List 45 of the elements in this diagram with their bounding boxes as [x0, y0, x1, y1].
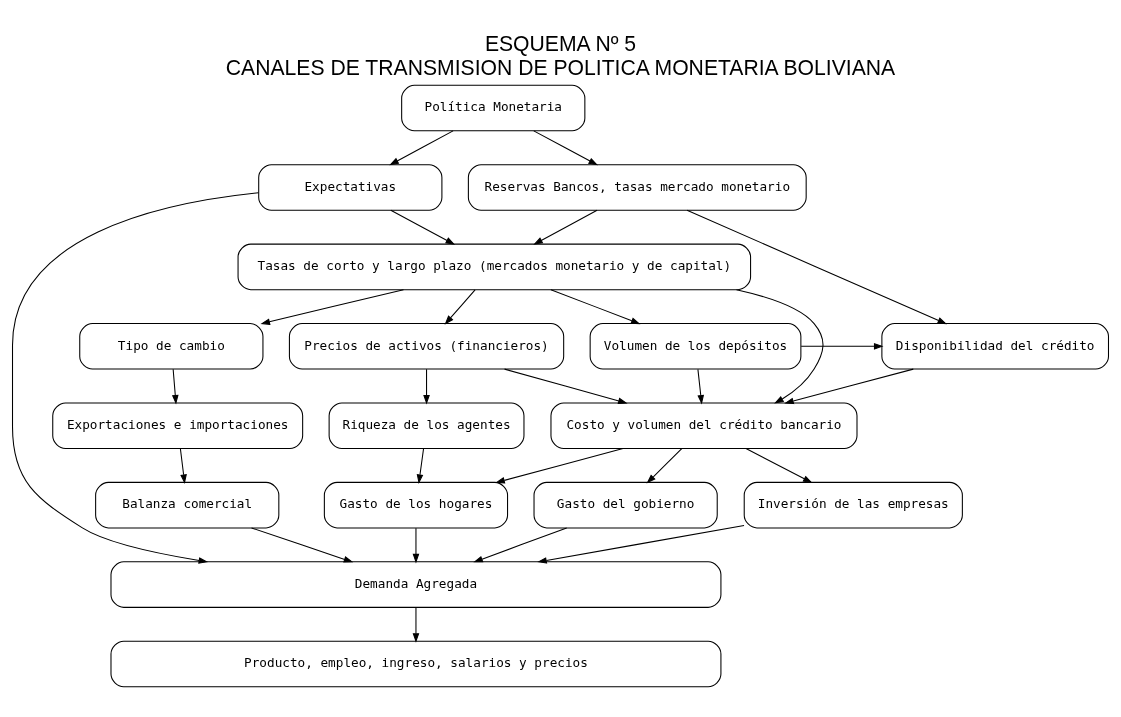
- node-box: Riqueza de los agentes: [328, 402, 525, 450]
- node-box: Exportaciones e importaciones: [52, 402, 304, 450]
- arrow: [495, 448, 624, 484]
- arrow: [550, 289, 641, 325]
- node-box: Gasto del gobierno: [533, 481, 718, 529]
- arrow: [697, 368, 705, 405]
- caption: CANALES DE TRANSMISION DE POLITICA MONETARIA BOLIVIANA: [225, 55, 896, 79]
- node-box: Inversión de las empresas: [743, 481, 963, 529]
- node-box: Costo y volumen del crédito bancario: [550, 402, 858, 450]
- node-box: Demanda Agregada: [110, 561, 722, 608]
- arrow: [390, 209, 456, 245]
- arrow: [800, 343, 884, 350]
- arrow: [686, 209, 948, 325]
- arrow: [12, 192, 259, 564]
- arrow: [251, 527, 354, 563]
- node-box: Disponibilidad del crédito: [881, 323, 1109, 370]
- arrow: [533, 209, 598, 245]
- node-box: Volumen de los depósitos: [589, 323, 802, 370]
- node-box: Política Monetaria: [401, 84, 586, 132]
- arrow: [412, 607, 420, 643]
- arrow: [533, 130, 598, 166]
- arrow: [745, 448, 813, 483]
- arrow: [179, 448, 187, 484]
- arrow: [444, 289, 476, 325]
- arrow: [423, 368, 430, 405]
- node-box: Expectativas: [258, 164, 443, 211]
- arrow: [784, 368, 914, 405]
- arrow: [473, 527, 568, 563]
- node-box: Tasas de corto y largo plazo (mercados monetario y de capital): [237, 243, 752, 291]
- node-box: Tipo de cambio: [79, 323, 264, 370]
- arrow: [389, 130, 454, 166]
- node-box: Producto, empleo, ingreso, salarios y precios: [110, 640, 722, 688]
- arrow: [646, 448, 683, 484]
- arrow: [537, 525, 745, 564]
- arrow: [504, 368, 628, 405]
- node-box: Precios de activos (financieros): [288, 323, 565, 370]
- diagram-title: ESQUEMA Nº 5: [484, 32, 637, 56]
- arrow: [260, 289, 404, 325]
- arrow: [412, 527, 420, 564]
- node-box: Balanza comercial: [95, 481, 280, 529]
- node-box: Reservas Bancos, tasas mercado monetario: [467, 164, 807, 211]
- arrow: [416, 448, 425, 484]
- arrow: [171, 368, 179, 405]
- node-box: Gasto de los hogares: [323, 481, 509, 529]
- arrow: [736, 289, 824, 404]
